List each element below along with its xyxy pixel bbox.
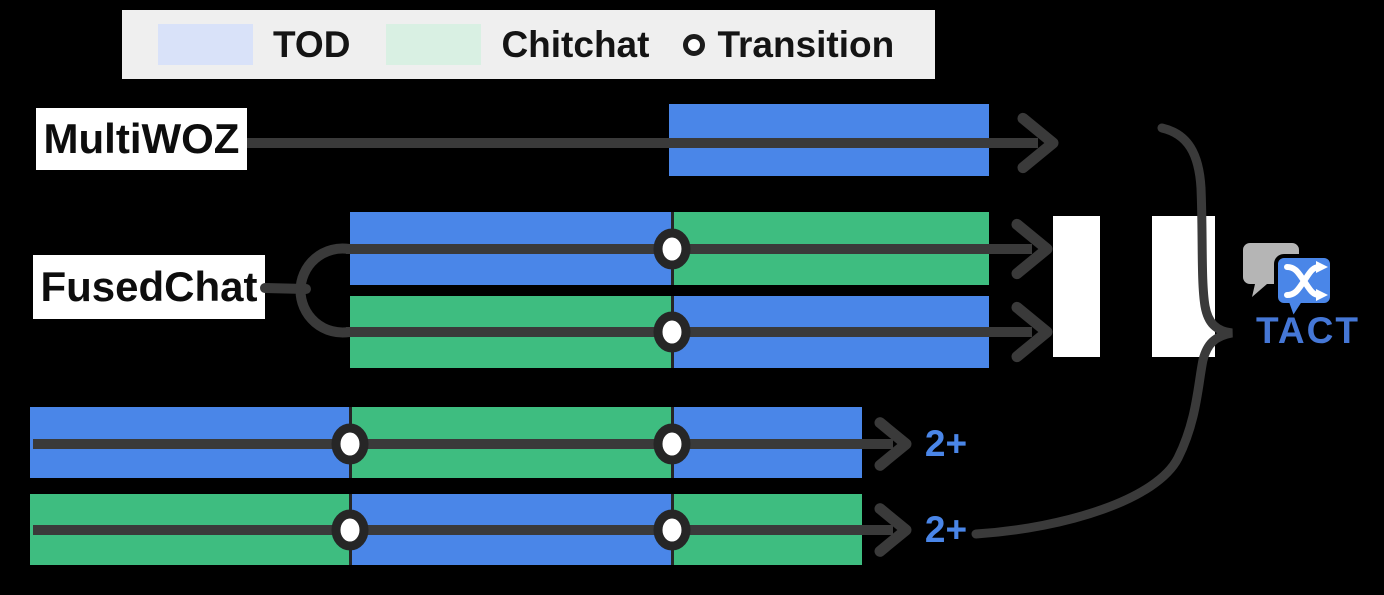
transition-circle-icon	[653, 228, 691, 270]
tod-swatch	[158, 24, 253, 65]
fusedchat-label: FusedChat	[33, 255, 265, 319]
tact-logo	[1243, 243, 1334, 324]
transition-count-label: 2+	[924, 423, 968, 464]
transition-circle-icon	[653, 423, 691, 465]
flow-arrowhead-icon	[1011, 301, 1053, 363]
transition-count-label: 2+	[924, 509, 968, 550]
legend-item-chitchat: Chitchat	[350, 24, 649, 66]
dialogue-card-1	[1053, 216, 1100, 357]
transition-circle-icon	[653, 311, 691, 353]
flow-arrowhead-icon	[874, 417, 912, 471]
legend-label-tod: TOD	[273, 23, 351, 65]
fusedchat-fork	[260, 243, 354, 338]
curly-brace	[971, 123, 1233, 539]
chitchat-swatch	[386, 24, 482, 65]
tact-label: TACT	[1256, 310, 1360, 351]
transition-circle-icon	[331, 423, 369, 465]
legend-item-transition: Transition	[649, 24, 894, 66]
legend-label-chitchat: Chitchat	[501, 23, 650, 65]
transition-marker-icon	[683, 33, 706, 56]
flow-arrowhead-icon	[1017, 112, 1059, 174]
legend: TOD Chitchat Transition	[122, 10, 935, 79]
flow-arrowhead-icon	[874, 503, 912, 557]
flow-arrowhead-icon	[1011, 218, 1053, 280]
transition-circle-icon	[653, 509, 691, 551]
multiwoz-label: MultiWOZ	[36, 108, 247, 170]
legend-label-transition: Transition	[717, 23, 895, 65]
legend-item-tod: TOD	[122, 24, 350, 66]
transition-circle-icon	[331, 509, 369, 551]
shuffle-icon	[1284, 261, 1328, 301]
